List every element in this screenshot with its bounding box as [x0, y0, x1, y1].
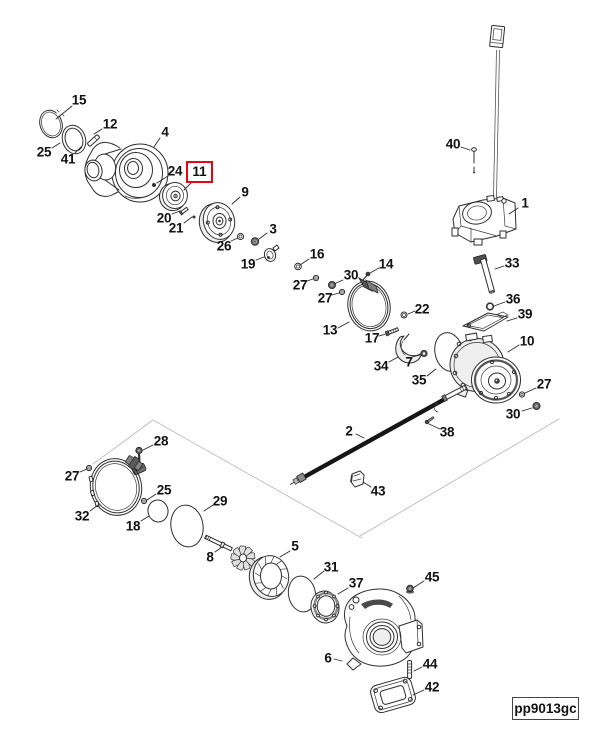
part-37-bearing-ring: [310, 590, 340, 624]
part-27-washer-b: [338, 288, 346, 296]
part-label-16[interactable]: 16: [309, 246, 325, 262]
part-label-32[interactable]: 32: [74, 508, 90, 524]
part-7-grommet: [420, 349, 428, 358]
part-label-20[interactable]: 20: [156, 210, 172, 226]
part-8-shaft-wheel: [204, 534, 256, 571]
part-label-28[interactable]: 28: [153, 433, 169, 449]
part-label-27-4[interactable]: 27: [64, 468, 80, 484]
part-9-backplate: [198, 202, 236, 243]
part-31-o-ring: [287, 575, 317, 613]
drawing-code-box: pp9013gc: [512, 697, 579, 720]
part-label-31[interactable]: 31: [323, 559, 339, 575]
part-label-2[interactable]: 2: [345, 423, 353, 439]
part-label-3[interactable]: 3: [269, 221, 277, 237]
part-label-45[interactable]: 45: [424, 569, 440, 585]
part-label-7[interactable]: 7: [405, 354, 413, 370]
part-18-o-ring: [147, 499, 169, 523]
part-label-25-1[interactable]: 25: [36, 144, 52, 160]
part-label-14[interactable]: 14: [378, 256, 394, 272]
part-label-34[interactable]: 34: [373, 358, 389, 374]
drawing-code-text: pp9013gc: [514, 701, 577, 716]
part-13-vband-clamp: [347, 276, 391, 332]
part-1-actuator: [451, 24, 517, 246]
part-30-nut-b: [532, 401, 541, 410]
part-21-ball: [192, 215, 196, 219]
part-label-1[interactable]: 1: [521, 195, 529, 211]
part-5-nozzle-ring: [248, 555, 290, 600]
part-label-17[interactable]: 17: [364, 330, 380, 346]
part-label-18[interactable]: 18: [125, 518, 141, 534]
part-33-rod: [473, 254, 496, 294]
part-label-30-2[interactable]: 30: [505, 406, 521, 422]
part-label-40[interactable]: 40: [445, 136, 461, 152]
part-label-35[interactable]: 35: [411, 372, 427, 388]
part-label-8[interactable]: 8: [206, 549, 214, 565]
part-43-clip: [350, 470, 365, 488]
part-label-6[interactable]: 6: [324, 650, 332, 666]
part-20-screw: [178, 206, 189, 216]
highlight-box-part-11: 11: [186, 161, 213, 183]
part-39-plate: [462, 311, 509, 332]
part-27-washer-d: [85, 464, 93, 472]
part-label-41[interactable]: 41: [60, 151, 76, 167]
part-label-29[interactable]: 29: [212, 493, 228, 509]
part-label-38[interactable]: 38: [439, 424, 455, 440]
part-label-19[interactable]: 19: [240, 256, 256, 272]
part-label-9[interactable]: 9: [241, 184, 249, 200]
leader-lines: [51, 105, 537, 696]
part-label-36[interactable]: 36: [505, 291, 521, 307]
part-27-washer-c: [518, 391, 526, 398]
part-30-nut-a: [327, 280, 336, 289]
part-45-nut: [405, 584, 415, 594]
part-label-22[interactable]: 22: [414, 301, 430, 317]
part-label-26[interactable]: 26: [216, 238, 232, 254]
part-11-seal-plate: [158, 182, 188, 212]
part-38-screw: [424, 416, 435, 425]
part-label-27-1[interactable]: 27: [292, 277, 308, 293]
part-label-4[interactable]: 4: [161, 124, 169, 140]
part-24-dowel: [152, 183, 156, 187]
part-label-27-2[interactable]: 27: [317, 290, 333, 306]
part-label-24[interactable]: 24: [167, 163, 183, 179]
part-14-screw: [362, 271, 371, 281]
part-label-43[interactable]: 43: [370, 483, 386, 499]
part-label-33[interactable]: 33: [504, 255, 520, 271]
part-label-30-1[interactable]: 30: [343, 267, 359, 283]
part-25-ring-b: [140, 497, 148, 505]
part-27-washer-a: [312, 274, 320, 282]
part-36-o-ring: [485, 302, 495, 311]
part-32-vband-clamp: [88, 455, 143, 516]
part-17-bolt: [384, 327, 400, 337]
part-label-12[interactable]: 12: [102, 116, 118, 132]
part-26-ring: [236, 232, 245, 241]
part-label-27-3[interactable]: 27: [536, 376, 552, 392]
part-29-o-ring: [170, 504, 204, 548]
part-3-nut: [250, 237, 260, 246]
actuator-connector: [489, 24, 506, 49]
part-label-13[interactable]: 13: [322, 322, 338, 338]
part-label-15[interactable]: 15: [71, 92, 87, 108]
part-12-pin: [87, 134, 100, 147]
part-16-nut: [294, 262, 302, 271]
part-label-37[interactable]: 37: [348, 575, 364, 591]
part-label-21[interactable]: 21: [168, 220, 184, 236]
assembly-axis-lines: [92, 418, 560, 539]
part-40-screw: [471, 147, 477, 174]
part-4-compressor-housing: [84, 142, 169, 203]
part-42-gasket: [370, 676, 416, 714]
part-19-clip: [263, 244, 280, 262]
part-label-11[interactable]: 11: [192, 164, 207, 180]
part-label-10[interactable]: 10: [519, 333, 535, 349]
part-label-5[interactable]: 5: [291, 538, 299, 554]
part-22-nut: [400, 311, 408, 319]
part-label-39[interactable]: 39: [517, 306, 533, 322]
part-label-42[interactable]: 42: [424, 679, 440, 695]
part-6-turbine-housing: [344, 588, 424, 671]
part-15-retaining-ring: [39, 108, 65, 139]
part-label-44[interactable]: 44: [422, 656, 438, 672]
part-label-25-2[interactable]: 25: [156, 482, 172, 498]
part-2-oil-line: [290, 384, 468, 485]
part-44-stud: [407, 660, 413, 679]
